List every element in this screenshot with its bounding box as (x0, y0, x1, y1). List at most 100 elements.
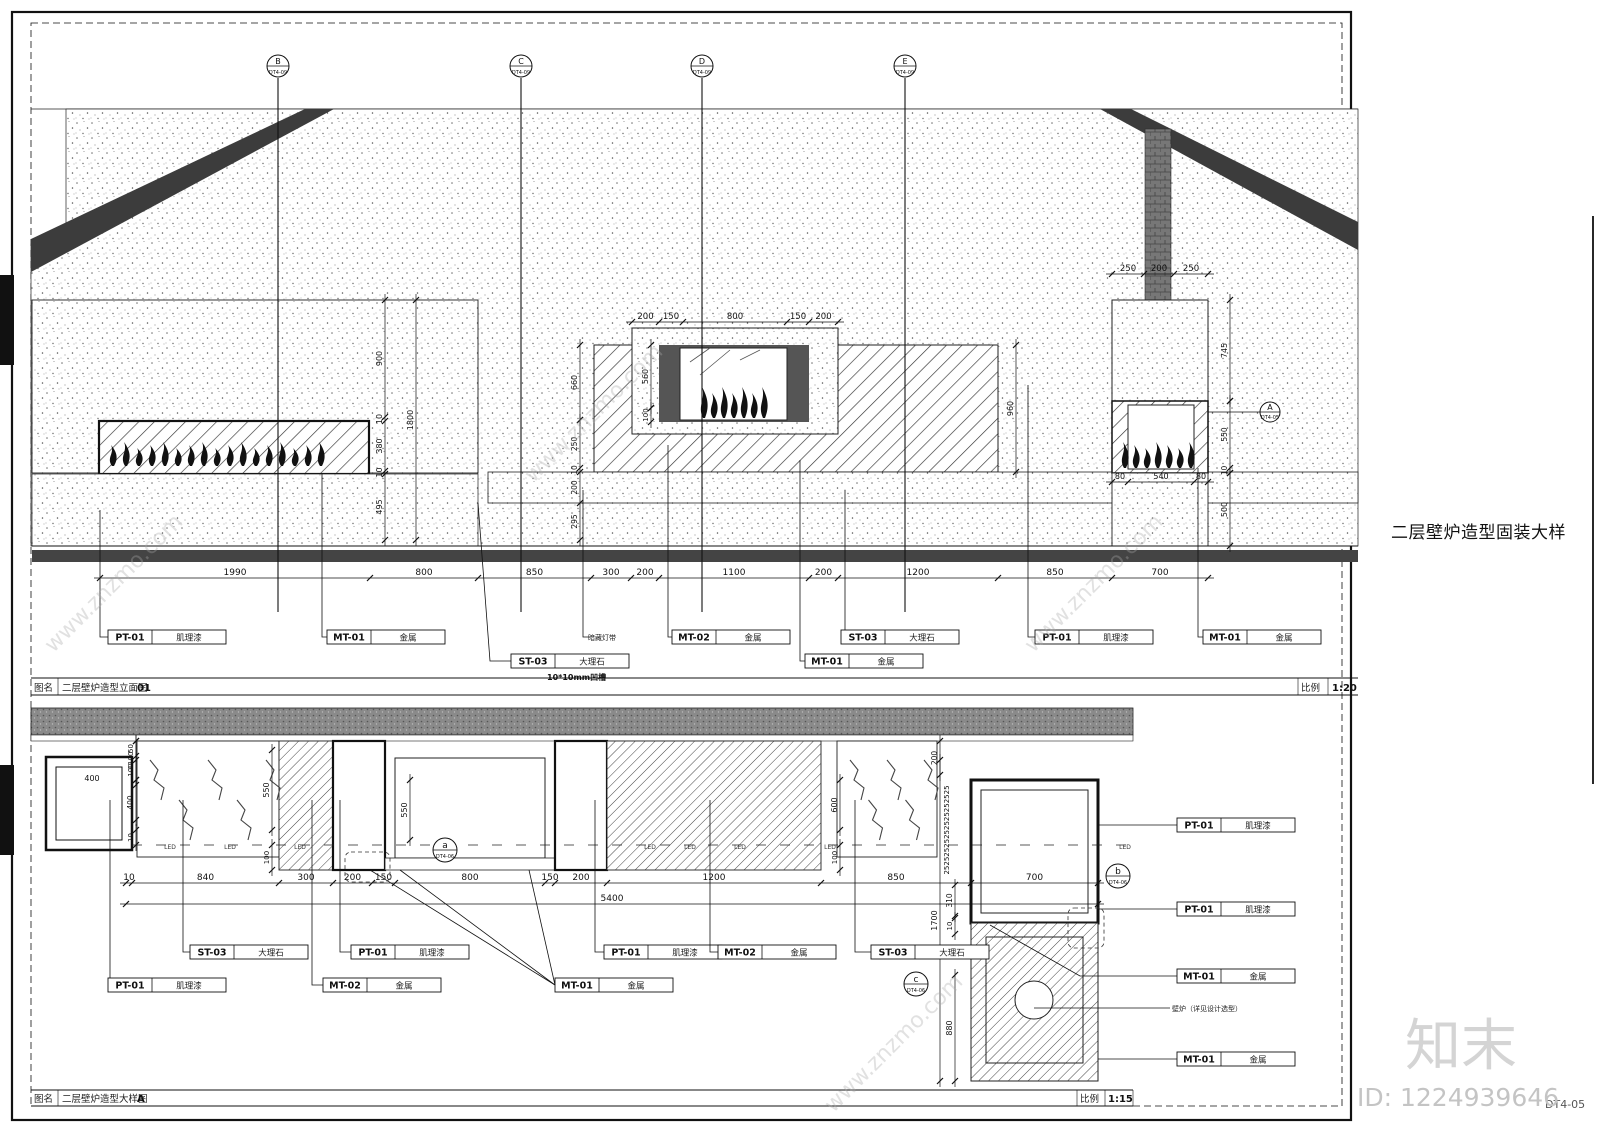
dimension-label: 850 (526, 568, 543, 578)
flame-icon (700, 387, 708, 418)
dimension-label: 800 (727, 312, 743, 322)
scale-label: 比例 (1301, 682, 1320, 694)
led-label: LED (824, 844, 836, 851)
material-name: 金属 (790, 948, 807, 959)
dimension-label: 1700 (930, 910, 939, 930)
leader-line (339, 800, 351, 953)
dimension-label: 745 (1220, 343, 1229, 358)
dimension-label: 550 (1220, 427, 1229, 442)
material-name: 肌理漆 (176, 981, 202, 992)
section-letter: A (1267, 403, 1273, 412)
flame-icon (109, 445, 117, 466)
dimension-label: 300 (602, 568, 619, 578)
material-name: 金属 (877, 657, 894, 668)
elevation-title-bar: 图名 二层壁炉造型立面图 01 比例 1:20 (31, 677, 1358, 696)
dimension-label: 100 (831, 851, 839, 864)
leader-line (369, 869, 556, 986)
dimension-label: 10 (123, 873, 135, 883)
dimension-label: 850 (1046, 568, 1063, 578)
material-name: 肌理漆 (672, 948, 698, 959)
left-base-panel (31, 473, 479, 547)
left-linear-fireplace (97, 419, 371, 476)
scale-value: 1:20 (1332, 683, 1357, 694)
material-code: MT-01 (1183, 1055, 1215, 1066)
fire-flames (109, 387, 1195, 468)
binding-mark-top (0, 275, 14, 365)
marble-vein (149, 759, 165, 801)
material-code: MT-01 (333, 633, 365, 644)
material-code: ST-03 (197, 948, 226, 959)
dimension-label: 700 (1026, 873, 1043, 883)
dimension-label: 10 (127, 833, 135, 842)
scale-value: 1:15 (1108, 1094, 1133, 1105)
material-code: PT-01 (115, 981, 144, 992)
dimension-label: 960 (1006, 401, 1015, 416)
plan-wall-section (30, 707, 1134, 736)
led-label: LED (164, 844, 176, 851)
dimension-label: 250 (1120, 264, 1136, 274)
marble-vein (265, 759, 281, 801)
leader-line (582, 490, 590, 638)
marble-vein (868, 799, 884, 841)
material-code: MT-01 (561, 981, 593, 992)
material-code: MT-01 (1209, 633, 1241, 644)
plan-marble-right (836, 740, 938, 858)
dimension-label: 1100 (127, 752, 135, 770)
leader-line (1027, 385, 1035, 638)
drawing-number: A (137, 1094, 145, 1105)
material-name: 肌理漆 (176, 633, 202, 644)
flame-icon (1143, 448, 1151, 468)
leader-line (99, 510, 108, 638)
dimension-label: 100 (127, 763, 135, 776)
material-name: 肌理漆 (1245, 905, 1271, 916)
flame-icon (1165, 445, 1173, 468)
leader-line (477, 502, 511, 662)
flame-icon (226, 445, 234, 466)
dimension-label: 850 (887, 873, 904, 883)
dimension-label: 200 (344, 873, 361, 883)
material-name: 肌理漆 (1245, 821, 1271, 832)
floor-slab (32, 550, 1358, 562)
marble-step (487, 471, 1359, 504)
leader-line (321, 474, 327, 638)
material-name: 大理石 (909, 633, 935, 644)
grid-ref: DT4-09 (693, 70, 711, 76)
dimension-label: 400 (84, 774, 99, 783)
dimension-label: 200 (572, 873, 589, 883)
title-label: 图名 (34, 1093, 53, 1105)
material-code: ST-03 (518, 657, 547, 668)
dimension-label: 200 (815, 568, 832, 578)
dimension-label: 80 (1196, 472, 1206, 481)
groove-note: 10*10mm凹槽 (547, 672, 606, 682)
material-code: PT-01 (1184, 821, 1213, 832)
grid-letter: E (902, 57, 907, 66)
dimension-label: 880 (945, 1020, 954, 1035)
leader-line (799, 460, 805, 662)
dimension-label: 1200 (703, 873, 726, 883)
led-strip-note: 暗藏灯带 (588, 633, 616, 642)
material-tag: MT-02 金属 (717, 944, 837, 960)
flame-icon (213, 448, 221, 466)
marble-vein (236, 799, 252, 841)
flame-icon (1176, 448, 1184, 468)
watermark-id: ID: 1224939646 (1357, 1083, 1560, 1112)
material-code: PT-01 (115, 633, 144, 644)
leader-line (528, 869, 556, 986)
dimension-label: 10 (570, 465, 579, 475)
watermark-brand-logo: 知末 (1405, 1014, 1517, 1079)
flame-icon (278, 442, 286, 466)
dimension-label: 1100 (723, 568, 746, 578)
flame-icon (200, 442, 208, 466)
plan-flue-circle (1014, 980, 1054, 1020)
material-code: MT-02 (724, 948, 756, 959)
dimension-label: 660 (570, 375, 579, 390)
